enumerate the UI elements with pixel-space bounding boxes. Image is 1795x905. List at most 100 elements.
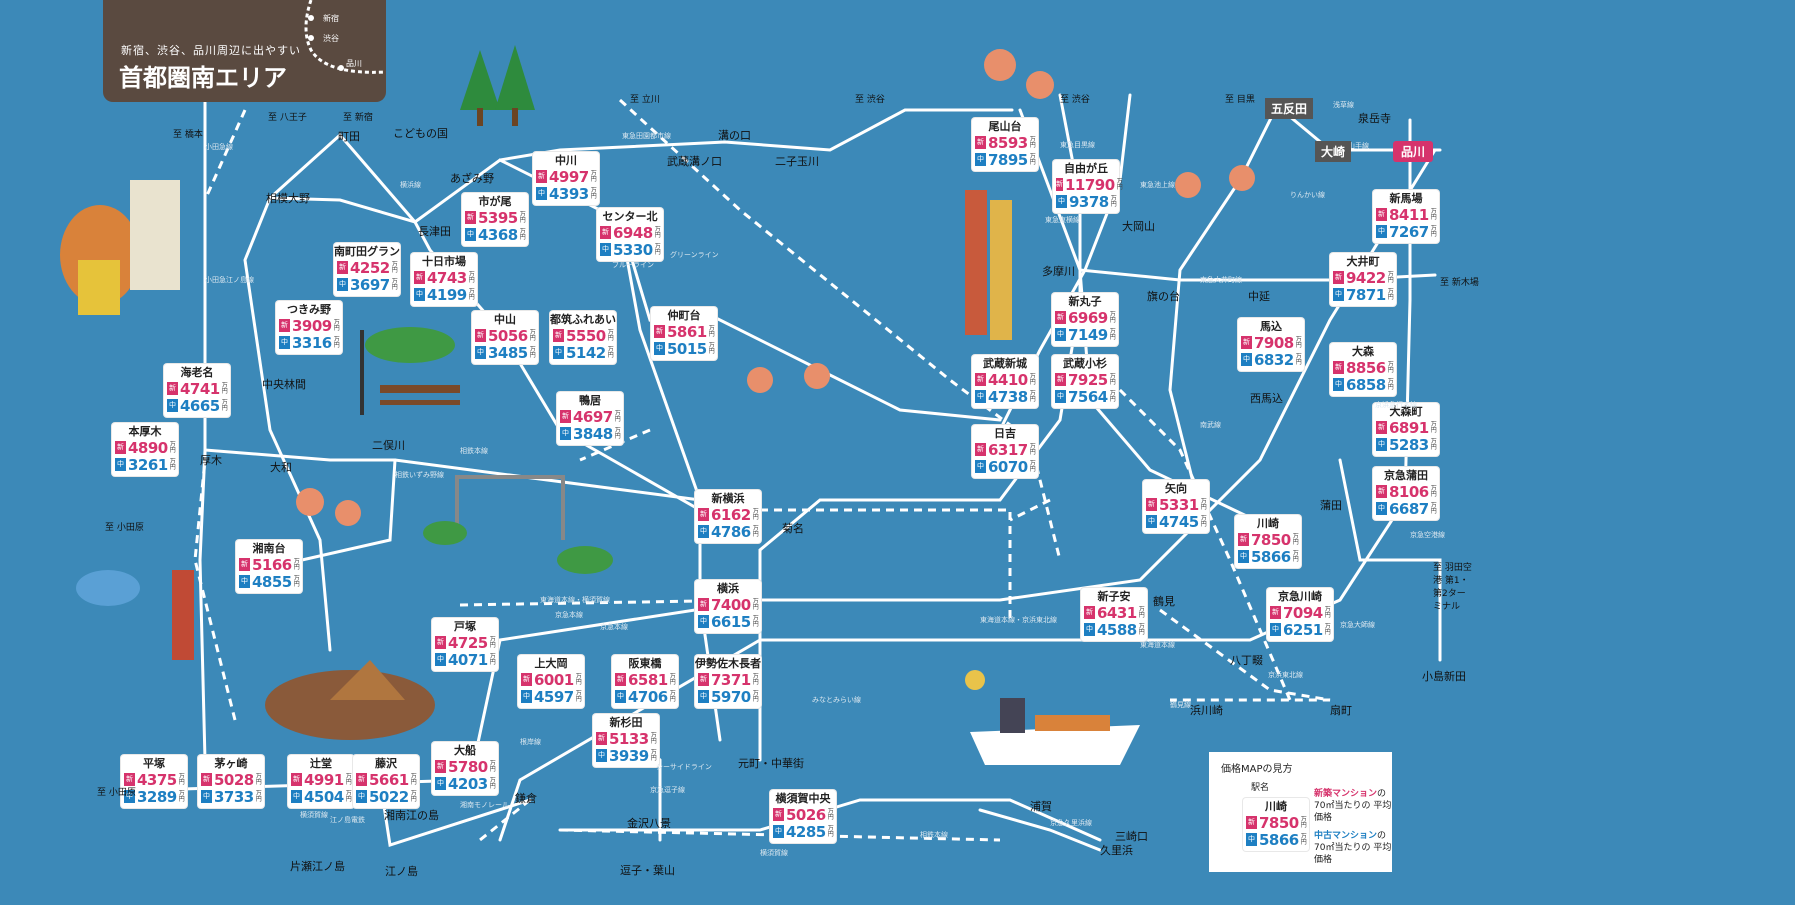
used-badge: 中 [1376,502,1387,515]
unit-label: 万円 [489,652,496,666]
station-label: 菊名 [782,522,804,535]
new-badge: 新 [1376,485,1387,498]
unit-label: 万円 [1295,352,1302,366]
line-label: 京急逗子線 [650,786,685,794]
station-name: 自由が丘 [1064,162,1108,175]
used-badge: 中 [1055,390,1066,403]
line-label: 山手線 [1348,142,1369,150]
line-label: 京急久里浜線 [1050,819,1092,827]
new-badge: 新 [521,673,532,686]
mini-station-3: 品川 [346,59,362,68]
station-label: 相模大野 [266,192,310,205]
used-badge: 中 [773,825,784,838]
used-badge: 中 [414,288,425,301]
new-badge: 新 [475,329,486,342]
station-name: 南町田グランベリーパーク [334,245,400,258]
unit-label: 万円 [752,672,759,686]
legend-new-term: 新築マンション [1314,789,1378,799]
station-label: 町田 [338,130,360,143]
line-label: 東急池上線 [1140,181,1175,189]
line-label: 京浜急行本線 [1375,401,1417,409]
station-label: 鶴見 [1153,595,1175,608]
destination-label: 至 小田原 [105,523,144,533]
used-price: 4745 [1159,512,1199,531]
people-illustration [60,180,1012,340]
used-price: 5970 [711,687,751,706]
unit-label: 万円 [1109,310,1116,324]
used-badge: 中 [1056,195,1067,208]
used-price: 7149 [1068,325,1108,344]
new-badge: 新 [1146,498,1157,511]
unit-label: 万円 [1029,459,1036,473]
line-label: 小田急江ノ島線 [205,276,254,284]
hub-station-shinagawa: 品川 [1393,141,1434,162]
page-title: 首都圏南エリア [119,64,287,92]
destination-label: 至 新木場 [1440,278,1479,288]
station-label: 蒲田 [1320,499,1342,512]
line-kanto-dash [1009,498,1051,522]
destination-label: 至 新宿 [343,113,373,123]
station-label: 片瀬江ノ島 [290,860,345,873]
new-price: 5056 [488,326,528,345]
unit-label: 万円 [1430,207,1437,221]
station-name: 上大岡 [534,657,568,670]
used-badge: 中 [536,187,547,200]
new-badge: 新 [1241,336,1252,349]
new-badge: 新 [465,211,476,224]
line-odakyu-2 [243,196,332,652]
station-label: 大岡山 [1122,220,1155,233]
station-name: 鴨居 [579,394,601,407]
used-badge: 中 [1333,288,1344,301]
new-badge: 新 [596,732,607,745]
station-name: センター北 [602,210,658,223]
new-badge: 新 [553,329,564,342]
unit-label: 万円 [1292,532,1299,546]
used-badge: 中 [167,399,178,412]
new-badge: 新 [1333,271,1344,284]
unit-label: 万円 [1109,372,1116,386]
station-label: 二子玉川 [775,155,819,168]
station-label: 久里浜 [1100,844,1133,857]
price-card: 南町田グランベリーパーク新4252万円中3697万円 [334,243,400,296]
used-price: 3848 [573,424,613,443]
used-price: 6832 [1254,350,1294,369]
used-badge: 中 [239,575,250,588]
station-name: 矢向 [1165,482,1187,495]
unit-label: 万円 [169,457,176,471]
new-price: 5661 [369,770,409,789]
unit-label: 万円 [489,776,496,790]
sandpit-illustration [265,660,435,740]
unit-label: 万円 [221,398,228,412]
station-name: 阪東橋 [628,657,662,670]
station-name: 新横浜 [711,492,745,505]
new-badge: 新 [435,760,446,773]
new-badge: 新 [356,773,367,786]
station-name: 日吉 [994,427,1016,440]
destination-label: 至 小田原 [97,788,136,798]
new-price: 6317 [988,440,1028,459]
destination-label: 至 渋谷 [855,95,885,105]
new-badge: 新 [615,673,626,686]
new-price: 6969 [1068,308,1108,327]
station-name: 馬込 [1260,320,1282,333]
